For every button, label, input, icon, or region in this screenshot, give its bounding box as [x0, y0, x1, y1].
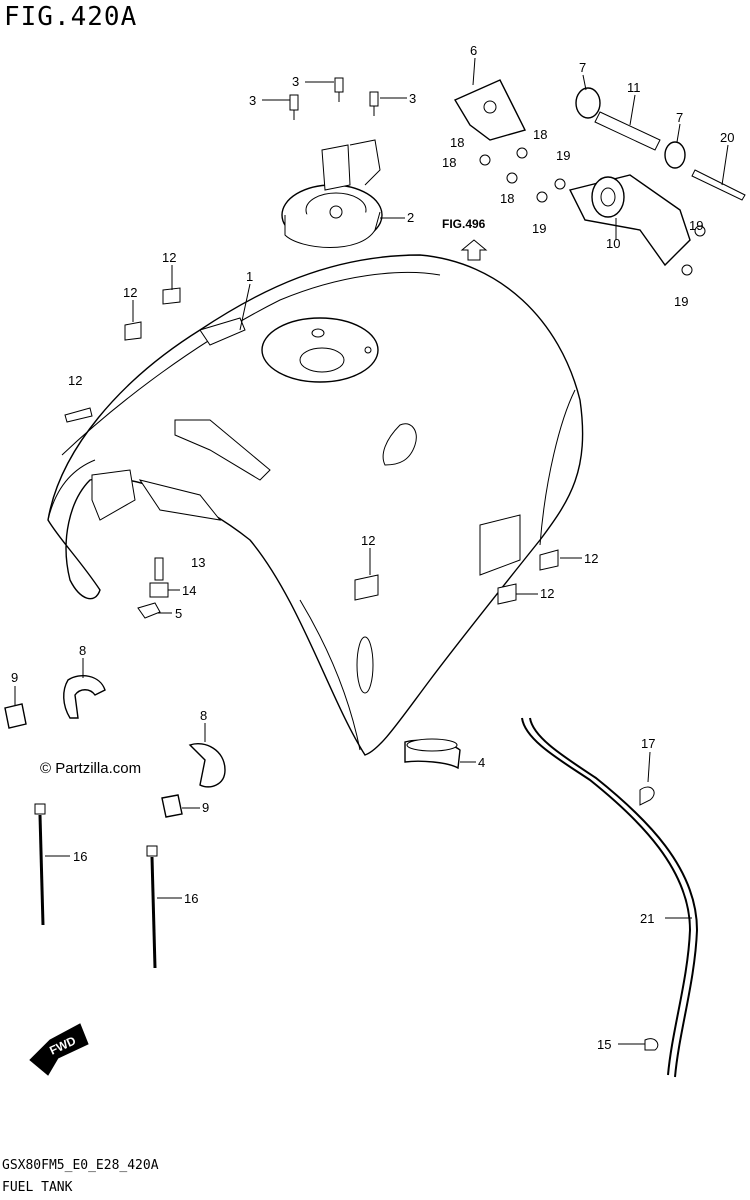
callout-18: 18 [533, 127, 547, 142]
reference-label: FIG.496 [442, 217, 486, 231]
callout-14: 14 [182, 583, 196, 598]
callout-20: 20 [720, 130, 734, 145]
callout-18: 18 [442, 155, 456, 170]
reference-figure: FIG.496 [442, 217, 488, 261]
fwd-arrow: FWD [29, 1023, 89, 1076]
callout-1: 1 [246, 269, 253, 284]
rubber-pads[interactable] [64, 287, 559, 605]
cushions[interactable] [4, 674, 226, 818]
callout-10: 10 [606, 236, 620, 251]
callout-16: 16 [73, 849, 87, 864]
callout-9: 9 [11, 670, 18, 685]
callout-16: 16 [184, 891, 198, 906]
fuel-filler-cap[interactable] [281, 139, 383, 248]
callout-8: 8 [79, 643, 86, 658]
callout-3: 3 [249, 93, 256, 108]
cable-ties[interactable] [34, 803, 158, 969]
leader-lines [14, 57, 729, 1045]
callout-17: 17 [641, 736, 655, 751]
callout-12: 12 [361, 533, 375, 548]
footer-code: GSX80FM5_E0_E28_420A [2, 1158, 159, 1173]
callout-labels: 2 3 3 3 1 6 7 7 11 20 18 18 18 18 19 19 … [11, 43, 734, 1052]
callout-7: 7 [579, 60, 586, 75]
callout-21: 21 [640, 911, 654, 926]
mounting-stack[interactable] [137, 557, 169, 619]
breather-hose[interactable] [521, 717, 699, 1078]
bolts-nuts[interactable] [479, 147, 706, 276]
callout-13: 13 [191, 555, 205, 570]
hinge-assembly[interactable] [568, 87, 746, 267]
callout-2: 2 [407, 210, 414, 225]
callout-12: 12 [68, 373, 82, 388]
callout-4: 4 [478, 755, 485, 770]
callout-7: 7 [676, 110, 683, 125]
callout-12: 12 [540, 586, 554, 601]
callout-11: 11 [627, 80, 641, 95]
fuel-tank[interactable] [47, 254, 584, 756]
callout-18: 18 [500, 191, 514, 206]
callout-18: 18 [450, 135, 464, 150]
watermark-text: © Partzilla.com [40, 760, 142, 777]
callout-19: 19 [674, 294, 688, 309]
callout-6: 6 [470, 43, 477, 58]
callout-12: 12 [584, 551, 598, 566]
footer-name: FUEL TANK [2, 1180, 73, 1195]
cap-screws[interactable] [289, 77, 379, 120]
bracket-upper[interactable] [453, 79, 527, 141]
callout-5: 5 [175, 606, 182, 621]
callout-12: 12 [123, 285, 137, 300]
callout-3: 3 [292, 74, 299, 89]
callout-19: 19 [556, 148, 570, 163]
figure-title: FIG.420A [4, 2, 138, 32]
tank-band[interactable] [404, 738, 461, 770]
callout-12: 12 [162, 250, 176, 265]
callout-3: 3 [409, 91, 416, 106]
callout-19: 19 [689, 218, 703, 233]
callout-9: 9 [202, 800, 209, 815]
callout-8: 8 [200, 708, 207, 723]
callout-15: 15 [597, 1037, 611, 1052]
callout-19: 19 [532, 221, 546, 236]
